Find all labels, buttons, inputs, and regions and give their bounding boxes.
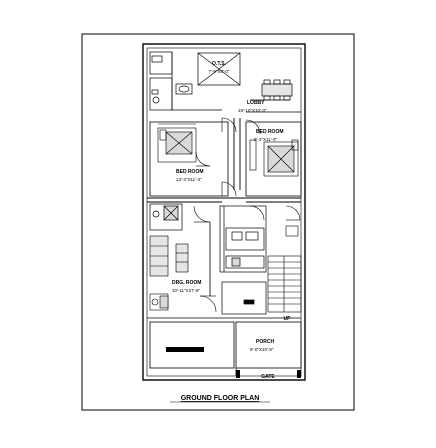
porch-size: 9'-0"X10'-8" bbox=[250, 347, 274, 352]
staircase-icon bbox=[267, 255, 302, 313]
utility-door-arc bbox=[193, 205, 211, 223]
stair-landing-door-arc bbox=[285, 205, 301, 221]
gate-marker: GATE bbox=[261, 374, 275, 380]
gate-posts bbox=[236, 370, 301, 378]
central-passage bbox=[233, 118, 241, 190]
bed-icon bbox=[263, 139, 299, 177]
drawing-room-size: 10'-11"X17'-8" bbox=[172, 288, 200, 293]
small-toilet-block bbox=[149, 203, 183, 231]
bedroom-right-walls bbox=[245, 121, 302, 197]
bedroom-right-label: BED ROOM bbox=[256, 129, 284, 135]
ots-shaft bbox=[197, 52, 241, 86]
wash-basin-icon bbox=[175, 83, 193, 95]
drawing-room-label: DRG. ROOM bbox=[172, 280, 201, 286]
drawing-room-door-arc bbox=[199, 295, 217, 313]
toilet-block bbox=[149, 51, 173, 111]
dining-table-icon bbox=[261, 79, 293, 101]
side-table-icon bbox=[149, 293, 169, 311]
car-icon bbox=[166, 347, 204, 352]
bedroom-right-door-arc bbox=[245, 119, 261, 135]
bedroom-right-size: 9'-3"X11'-3" bbox=[254, 137, 277, 142]
porch-label: PORCH bbox=[256, 339, 274, 345]
bedroom-left-size: 13'-3"X11'-3" bbox=[176, 177, 202, 182]
bedroom-left-label: BED ROOM bbox=[176, 169, 204, 175]
lobby-label: LOBBY bbox=[247, 100, 265, 106]
drawing-room-walls bbox=[147, 222, 301, 319]
sheet-border bbox=[81, 33, 355, 411]
duct-box bbox=[285, 225, 299, 237]
up-marker: UP bbox=[284, 316, 292, 322]
bed-icon bbox=[157, 127, 197, 163]
outer-walls bbox=[142, 43, 306, 381]
ots-size: 7'-9"X8'-0" bbox=[209, 69, 230, 74]
lobby-partition bbox=[172, 99, 301, 113]
kitchen-block bbox=[219, 205, 267, 273]
passage-door-arc-bottom bbox=[221, 181, 237, 197]
passage-door-arc-top bbox=[221, 117, 237, 133]
wardrobe-icon bbox=[249, 139, 257, 171]
sofa-set-icon bbox=[149, 235, 189, 277]
bedroom-left-walls bbox=[149, 121, 229, 197]
bedroom-left-door-arc bbox=[195, 151, 211, 167]
kitchen-door-arc bbox=[249, 205, 265, 221]
ots-label: O.T.S. bbox=[212, 61, 227, 67]
lobby-size: 19'-10"X10'-3" bbox=[238, 108, 267, 113]
plan-title: GROUND FLOOR PLAN bbox=[181, 395, 260, 402]
lower-lobby bbox=[221, 281, 267, 315]
mid-partition bbox=[147, 197, 301, 203]
